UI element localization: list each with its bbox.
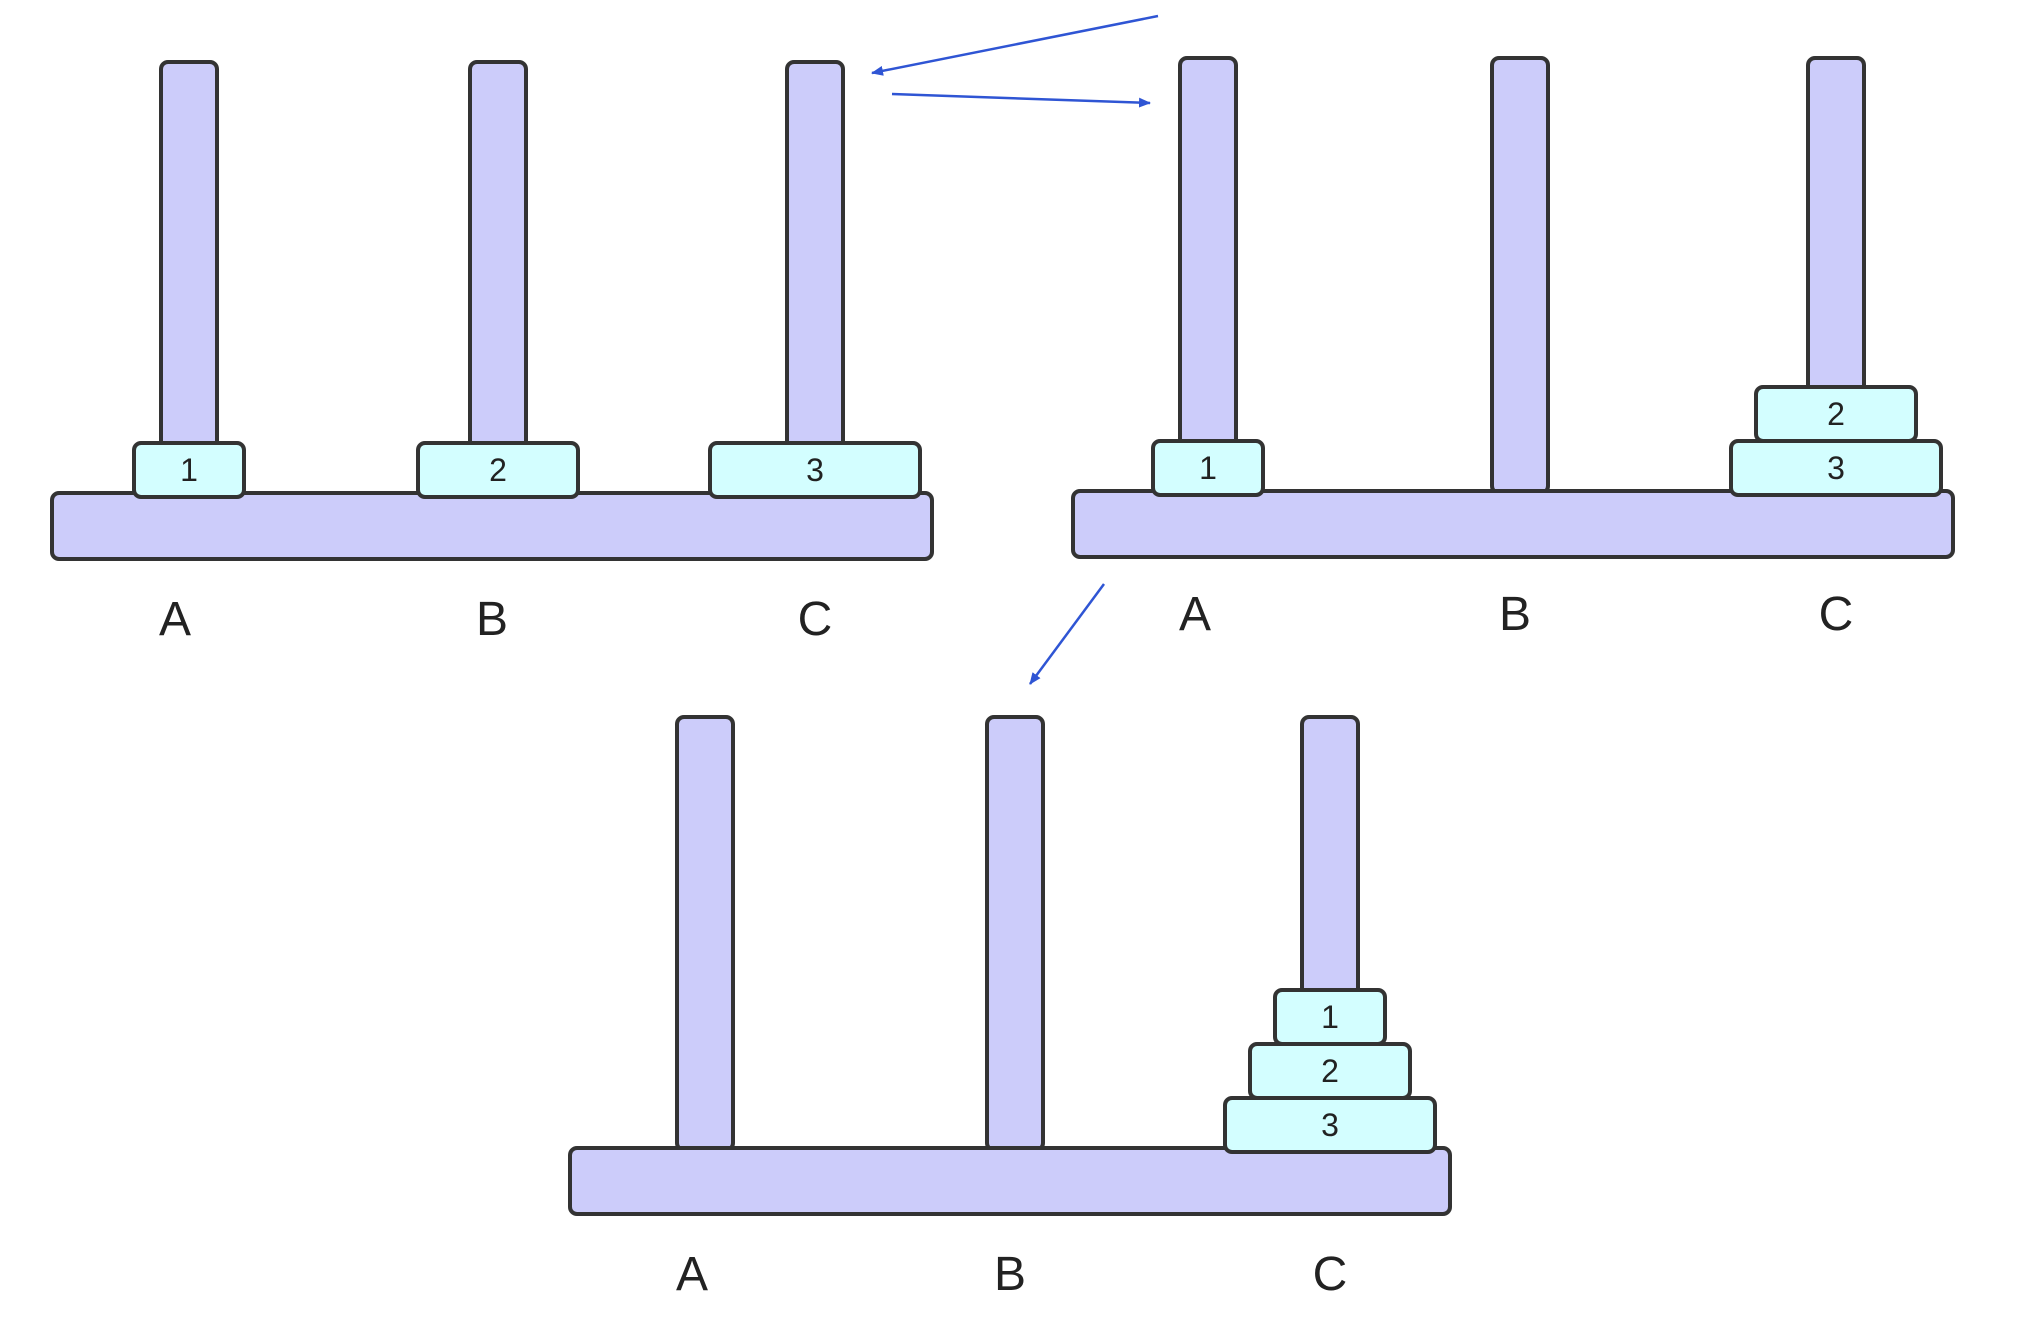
peg-label-a: A: [159, 593, 191, 646]
peg-rod-b: [1490, 56, 1550, 495]
disk-label: 2: [1827, 396, 1845, 432]
peg-label-b: B: [994, 1248, 1026, 1301]
disk-label: 2: [489, 452, 507, 488]
peg-base: [568, 1146, 1452, 1216]
disk-body: [132, 441, 246, 499]
peg-label-b: B: [1499, 588, 1531, 641]
panel-state-3: A B 3 2 1C: [568, 715, 1452, 1301]
peg-rod-a: [159, 60, 219, 497]
peg-label-c: C: [1313, 1248, 1348, 1301]
arrow-to-state-3: [1028, 583, 1106, 685]
disk-1: 1: [1273, 988, 1387, 1046]
disk-2: 2: [1754, 385, 1918, 443]
panel-state-2: 1A B 3 2C: [1071, 56, 1955, 641]
peg-rod-b: [985, 715, 1045, 1152]
disk-body: [1151, 439, 1265, 497]
peg-base: [50, 491, 934, 561]
disk-label: 1: [1199, 450, 1217, 486]
peg-rod-c: [785, 60, 845, 497]
peg-label-b: B: [476, 593, 508, 646]
disk-3: 3: [708, 441, 922, 499]
peg-label-c: C: [798, 593, 833, 646]
disk-body: [416, 441, 580, 499]
disk-3: 3: [1223, 1096, 1437, 1154]
disk-label: 3: [806, 452, 824, 488]
peg-rod-a: [675, 715, 735, 1152]
arrow-to-state-2: [891, 92, 1151, 108]
peg-label-c: C: [1819, 588, 1854, 641]
disk-label: 3: [1827, 450, 1845, 486]
disk-2: 2: [416, 441, 580, 499]
peg-rod-a: [1178, 56, 1238, 495]
disk-1: 1: [1151, 439, 1265, 497]
disk-2: 2: [1248, 1042, 1412, 1100]
arrow-to-state-1: [871, 14, 1159, 76]
disk-label: 3: [1321, 1107, 1339, 1143]
disk-3: 3: [1729, 439, 1943, 497]
peg-rod-b: [468, 60, 528, 497]
disk-body: [1754, 385, 1918, 443]
panel-state-1: 1A 2B 3C: [50, 60, 934, 646]
peg-label-a: A: [676, 1248, 708, 1301]
disk-body: [1273, 988, 1387, 1046]
peg-base: [1071, 489, 1955, 559]
disk-1: 1: [132, 441, 246, 499]
transition-arrows: [871, 14, 1159, 685]
disk-label: 1: [180, 452, 198, 488]
peg-label-a: A: [1179, 588, 1211, 641]
disk-label: 2: [1321, 1053, 1339, 1089]
disk-label: 1: [1321, 999, 1339, 1035]
disk-body: [708, 441, 922, 499]
